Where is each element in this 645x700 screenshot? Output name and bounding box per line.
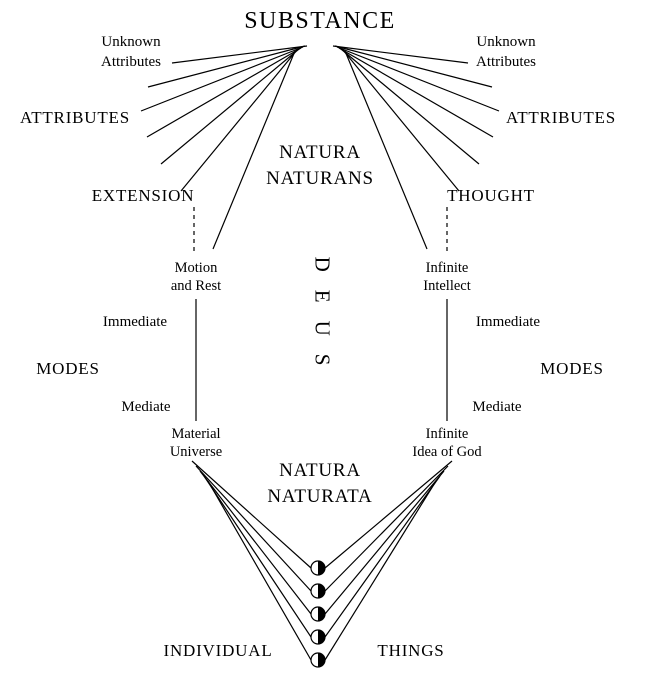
infinite-idea-of-god-label: Infinite Idea of God [412,425,481,461]
natura-naturata-line2: NATURATA [267,486,373,507]
individual-label: INDIVIDUAL [163,641,273,660]
natura-naturata-label: NATURA NATURATA [267,458,372,510]
material-universe-line1: Material [171,426,221,442]
substance-fan-left [140,45,308,250]
motion-and-rest-label: Motion and Rest [171,259,221,295]
natura-naturans-label: NATURA NATURANS [266,140,374,192]
material-universe-label: Material Universe [170,425,222,461]
material-universe-line2: Universe [169,444,223,460]
infinite-intellect-line2: Intellect [423,278,471,294]
unknown-attributes-left-label: Unknown Attributes [101,32,161,72]
deus-label: DEUS [310,256,335,384]
attributes-right-label: ATTRIBUTES [506,108,616,127]
thought-label: THOUGHT [447,186,535,205]
individual-things-markers [310,560,326,668]
substance-label: SUBSTANCE [244,8,396,34]
infinite-intellect-line1: Infinite [425,260,469,276]
motion-and-rest-line2: and Rest [170,278,222,294]
unknown-attributes-right-label: Unknown Attributes [476,32,536,72]
modes-left-label: MODES [36,359,100,378]
things-label: THINGS [377,641,445,660]
mode-chain-lines [195,299,448,421]
converging-lines-left [191,460,312,661]
attribute-mode-dashed-links [193,207,448,254]
immediate-right-label: Immediate [475,314,541,330]
extension-label: EXTENSION [91,186,195,205]
natura-naturans-line2: NATURANS [266,168,374,189]
converging-lines-right [324,460,453,661]
natura-naturata-line1: NATURA [279,460,361,481]
natura-naturans-line1: NATURA [279,142,361,163]
unknown-attributes-right-line1: Unknown [476,34,536,50]
infinite-idea-of-god-line2: Idea of God [412,444,482,460]
mediate-right-label: Mediate [472,399,522,415]
unknown-attributes-left-line2: Attributes [101,54,161,70]
infinite-intellect-label: Infinite Intellect [423,259,471,295]
mediate-left-label: Mediate [121,399,171,415]
unknown-attributes-right-line2: Attributes [476,54,536,70]
motion-and-rest-line1: Motion [174,260,218,276]
attributes-left-label: ATTRIBUTES [20,108,130,127]
substance-fan-right [332,45,500,250]
infinite-idea-of-god-line1: Infinite [425,426,469,442]
immediate-left-label: Immediate [102,314,168,330]
modes-right-label: MODES [540,359,604,378]
unknown-attributes-left-line1: Unknown [101,34,161,50]
